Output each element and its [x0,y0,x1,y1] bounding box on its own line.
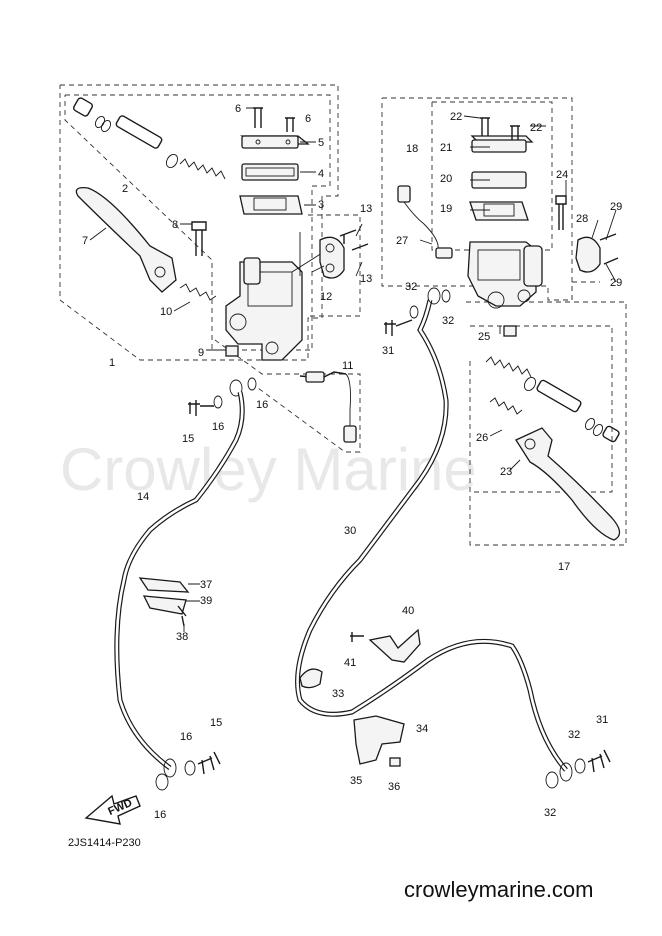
callout-29b: 29 [610,277,622,289]
callout-28: 28 [576,213,588,225]
piston-kit [72,97,226,180]
callout-4: 4 [318,168,324,180]
callout-18: 18 [406,143,418,155]
callout-9: 9 [198,347,204,359]
callout-32c: 32 [568,729,580,741]
upper-rear-banjo-fitting [384,289,451,336]
right-master-cylinder-body [467,241,543,309]
callout-16a: 16 [212,421,224,433]
left-lever [75,187,177,293]
lower-rear-banjo-fitting [545,749,611,789]
rear-brake-hose [295,287,573,782]
callout-37: 37 [200,579,212,591]
callout-1: 1 [109,357,115,369]
callout-39: 39 [200,595,212,607]
hose-guide-bracket [350,628,421,663]
callout-31a: 31 [382,345,394,357]
callout-6b: 6 [305,113,311,125]
callout-13a: 13 [360,203,372,215]
callout-2: 2 [122,183,128,195]
callout-31b: 31 [596,714,608,726]
callout-25: 25 [478,331,490,343]
watermark-text: Crowley Marine [60,436,477,503]
lower-left-banjo-fitting [155,751,221,791]
callout-17: 17 [558,561,570,573]
callout-16d: 16 [154,809,166,821]
callout-19: 19 [440,203,452,215]
callout-30: 30 [344,525,356,537]
callout-33: 33 [332,688,344,700]
callout-8: 8 [172,219,178,231]
callout-10: 10 [160,306,172,318]
right-lever [515,427,621,541]
callout-13b: 13 [360,273,372,285]
callout-23: 23 [500,466,512,478]
callout-6a: 6 [235,103,241,115]
hose-bracket-34 [353,715,405,767]
callout-5: 5 [318,137,324,149]
left-hose-clamp [138,577,200,632]
callout-41: 41 [344,657,356,669]
callout-32b: 32 [442,315,454,327]
left-master-cylinder-assembly [59,84,369,453]
callout-34: 34 [416,723,428,735]
callout-15a: 15 [182,433,194,445]
footer-site-link[interactable]: crowleymarine.com [404,877,594,902]
callout-7: 7 [82,235,88,247]
callout-26: 26 [476,432,488,444]
callout-11: 11 [342,360,353,372]
callout-29a: 29 [610,201,622,213]
right-master-cylinder-assembly [381,97,627,546]
reservoir-cap-stack [239,107,310,215]
callout-20: 20 [440,173,452,185]
callout-14: 14 [137,491,149,503]
callout-32d: 32 [544,807,556,819]
callout-labels: 1 2 3 4 5 6 6 7 8 9 10 11 12 13 13 14 15… [82,103,622,821]
right-reservoir-cap-stack [469,117,534,221]
callout-32a: 32 [405,281,417,293]
callout-15b: 15 [210,717,222,729]
left-banjo-fitting [188,377,257,416]
callout-16b: 16 [256,399,268,411]
callout-24: 24 [556,169,568,181]
drawing-code: 2JS1414-P230 [68,837,141,849]
left-brake-hose [114,391,245,778]
callout-22a: 22 [450,111,462,123]
callout-3: 3 [318,199,324,211]
callout-21: 21 [440,142,452,154]
callout-40: 40 [402,605,414,617]
callout-16c: 16 [180,731,192,743]
hose-clamp-33 [299,668,323,689]
callout-22b: 22 [530,122,542,134]
callout-12: 12 [320,291,332,303]
callout-38: 38 [176,631,188,643]
forward-arrow-icon: FWD [84,794,141,825]
callout-35: 35 [350,775,362,787]
callout-27: 27 [396,235,408,247]
left-master-cylinder-body [225,232,331,361]
callout-36: 36 [388,781,400,793]
